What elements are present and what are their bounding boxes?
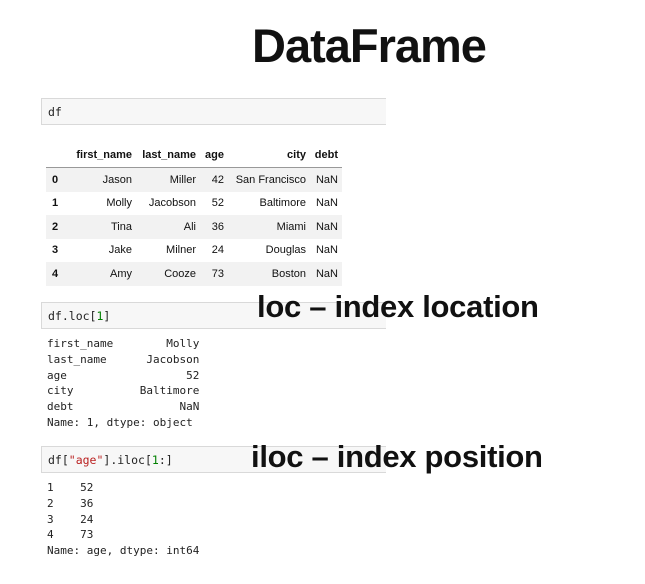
- cell-last-name: Jacobson: [148, 197, 196, 210]
- output-line: 1 52: [47, 481, 94, 494]
- cell-debt: NaN: [315, 173, 338, 186]
- cell-age: 36: [211, 220, 224, 233]
- output-line: first_name Molly: [47, 337, 200, 350]
- row-index: 0: [52, 173, 59, 186]
- row-index: 1: [52, 197, 59, 210]
- heading-iloc: iloc – index position: [251, 439, 543, 474]
- heading-loc: loc – index location: [257, 289, 539, 324]
- cell-first-name: Amy: [110, 267, 132, 280]
- column-header-index: [46, 143, 70, 168]
- output-line: Name: age, dtype: int64: [47, 544, 200, 558]
- cell-city: Boston: [271, 267, 306, 280]
- table-row: 0 Jason Miller 42 San Francisco NaN: [46, 167, 342, 192]
- table-header-row: first_name last_name age city debt: [46, 143, 342, 168]
- code-token: df.loc[: [48, 309, 97, 323]
- cell-age: 52: [211, 197, 224, 210]
- cell-debt: NaN: [315, 267, 338, 280]
- cell-last-name: Cooze: [164, 267, 196, 280]
- output-line: 4 73: [47, 528, 94, 542]
- code-token: df[: [48, 453, 69, 467]
- output-line: 2 36: [47, 496, 94, 510]
- code-number-token: 1: [96, 309, 104, 323]
- output-line: last_name Jacobson: [47, 352, 200, 366]
- loc-output: first_name Molly last_name Jacobson age …: [47, 336, 199, 431]
- cell-city: San Francisco: [235, 173, 306, 186]
- output-line: 3 24: [47, 512, 94, 526]
- column-header-last-name: last_name: [136, 143, 200, 168]
- cell-city: Douglas: [265, 244, 306, 257]
- cell-last-name: Miller: [169, 173, 196, 186]
- cell-debt: NaN: [315, 197, 338, 210]
- table-row: 3 Jake Milner 24 Douglas NaN: [46, 239, 342, 263]
- code-cell-iloc[interactable]: df["age"].iloc[1:]: [41, 446, 386, 473]
- cell-age: 24: [211, 244, 224, 257]
- iloc-output: 1 52 2 36 3 24 4 73 Name: age, dtype: in…: [47, 480, 199, 559]
- code-token: ].iloc[: [103, 453, 152, 467]
- cell-debt: NaN: [315, 244, 338, 257]
- code-iloc: df["age"].iloc[1:]: [48, 453, 173, 467]
- code-token: ]: [103, 309, 111, 323]
- row-index: 3: [52, 244, 59, 257]
- code-df: df: [48, 105, 62, 119]
- code-token: :]: [158, 453, 173, 467]
- output-line: Name: 1, dtype: object: [47, 415, 193, 429]
- column-header-age: age: [200, 143, 228, 168]
- cell-city: Baltimore: [259, 197, 306, 210]
- column-header-first-name: first_name: [70, 143, 136, 168]
- code-number-token: 1: [151, 453, 159, 467]
- cell-first-name: Jason: [102, 173, 132, 186]
- table-row: 2 Tina Ali 36 Miami NaN: [46, 215, 342, 239]
- code-loc: df.loc[1]: [48, 309, 110, 323]
- table-row: 4 Amy Cooze 73 Boston NaN: [46, 262, 342, 286]
- column-header-debt: debt: [310, 143, 342, 168]
- row-index: 4: [52, 267, 59, 280]
- table-row: 1 Molly Jacobson 52 Baltimore NaN: [46, 192, 342, 216]
- cell-debt: NaN: [315, 220, 338, 233]
- cell-first-name: Molly: [106, 197, 132, 210]
- output-line: age 52: [47, 368, 200, 382]
- page-title: DataFrame: [252, 19, 487, 72]
- code-cell-loc[interactable]: df.loc[1]: [41, 302, 386, 329]
- cell-age: 42: [211, 173, 224, 186]
- cell-first-name: Tina: [111, 220, 132, 233]
- column-header-city: city: [228, 143, 310, 168]
- cell-first-name: Jake: [108, 244, 132, 257]
- cell-last-name: Ali: [183, 220, 196, 233]
- code-cell-df[interactable]: df: [41, 98, 386, 125]
- output-line: city Baltimore: [47, 384, 200, 398]
- row-index: 2: [52, 220, 59, 233]
- cell-age: 73: [211, 267, 224, 280]
- code-string-token: "age": [68, 453, 104, 467]
- output-line: debt NaN: [47, 400, 200, 414]
- dataframe-table: first_name last_name age city debt 0 Jas…: [46, 143, 342, 286]
- cell-last-name: Milner: [166, 244, 196, 257]
- cell-city: Miami: [276, 220, 306, 233]
